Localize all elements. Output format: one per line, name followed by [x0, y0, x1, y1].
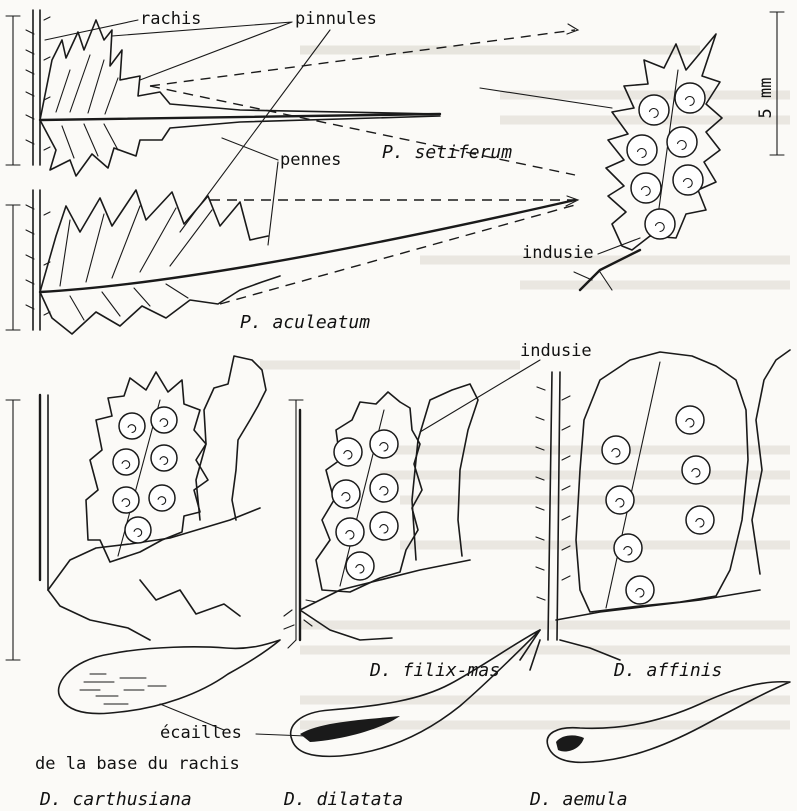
scale-carthusiana [59, 640, 280, 714]
sorus [627, 135, 657, 165]
sorus [125, 517, 151, 543]
scale-bar-left-mid [6, 205, 20, 330]
label-rachis: rachis [140, 9, 201, 29]
sorus [370, 512, 398, 540]
p-setiferum-pinna [26, 10, 440, 176]
scale-bar-left-bottom [6, 400, 20, 660]
sorus [370, 430, 398, 458]
sorus [675, 83, 705, 113]
sori-carthusiana [113, 407, 177, 543]
sorus [606, 486, 634, 514]
scale-label: 5 mm [756, 78, 776, 119]
sori-affinis [602, 406, 714, 604]
species-label-d-aemula: D. aemula [529, 789, 628, 810]
sorus [645, 209, 675, 239]
species-label-p-setiferum: P. setiferum [382, 142, 512, 163]
species-label-d-carthusiana: D. carthusiana [39, 789, 192, 810]
sorus [686, 506, 714, 534]
sorus [119, 413, 145, 439]
species-label-p-aculeatum: P. aculeatum [240, 312, 370, 333]
sorus [346, 552, 374, 580]
sorus [673, 165, 703, 195]
scale-bar-left-top [6, 16, 20, 165]
leader-rachis [45, 20, 138, 40]
species-label-d-filix-mas: D. filix-mas [369, 660, 500, 681]
label-ecailles: écailles [160, 723, 242, 743]
sori-filix-mas [332, 430, 398, 580]
species-label-d-dilatata: D. dilatata [283, 789, 403, 810]
label-pennes: pennes [280, 150, 341, 170]
sorus [334, 438, 362, 466]
sorus [626, 576, 654, 604]
sorus [682, 456, 710, 484]
sorus [151, 445, 177, 471]
species-label-d-affinis: D. affinis [613, 660, 722, 681]
label-indusie-mid: indusie [520, 341, 592, 361]
sorus [151, 407, 177, 433]
sorus [336, 518, 364, 546]
label-indusie-top: indusie [522, 243, 594, 263]
sorus [614, 534, 642, 562]
sorus [631, 173, 661, 203]
sorus [149, 485, 175, 511]
sorus [370, 474, 398, 502]
label-pinnules: pinnules [295, 9, 377, 29]
leader-pennes [222, 138, 278, 245]
sorus [332, 480, 360, 508]
sorus [113, 487, 139, 513]
sorus [667, 127, 697, 157]
sorus [602, 436, 630, 464]
sorus [676, 406, 704, 434]
sorus [113, 449, 139, 475]
sorus [639, 95, 669, 125]
label-base-rachis: de la base du rachis [35, 754, 240, 774]
